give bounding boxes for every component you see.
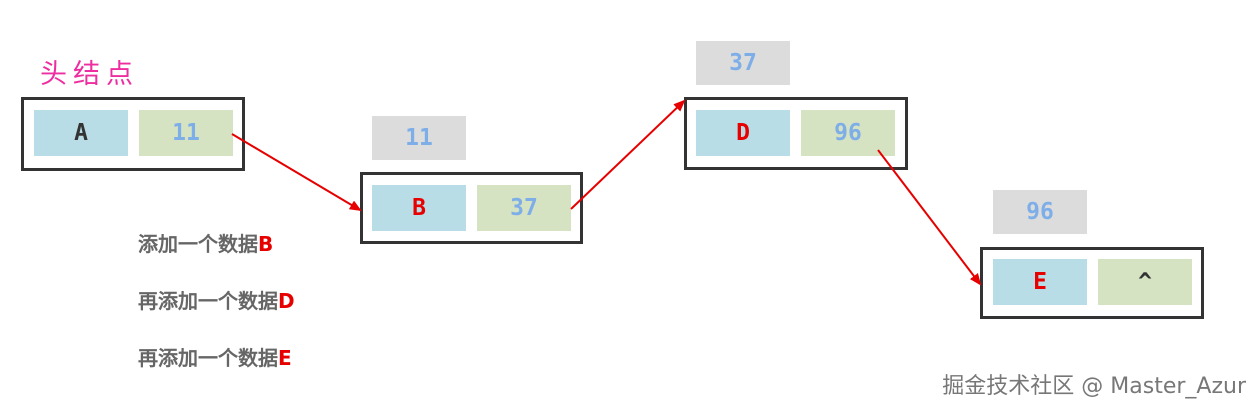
step-text: 添加一个数据 [138,232,258,256]
arrow-b-to-d [570,99,686,210]
arrow-d-to-e [877,149,982,286]
watermark: 掘金技术社区 @ Master_Azur [942,374,1246,399]
node-a [21,97,245,171]
node-d-data: D [696,110,790,156]
node-e-next: ^ [1098,259,1192,305]
node-e-data: E [993,259,1087,305]
step-text: 再添加一个数据 [138,289,278,313]
step-add-b: 添加一个数据B [138,228,273,257]
node-d-address: 37 [696,41,790,85]
node-b-address: 11 [372,116,466,160]
node-e-address: 96 [993,190,1087,234]
step-text: 再添加一个数据 [138,346,278,370]
node-b-data: B [372,185,466,231]
step-highlight: B [258,232,274,256]
node-a-data: A [34,110,128,156]
head-node-label: 头结点 [40,59,139,90]
step-add-d: 再添加一个数据D [138,285,295,314]
step-highlight: E [278,346,292,370]
arrow-a-to-b [231,133,362,212]
node-d [684,97,908,170]
node-e [980,247,1204,319]
node-a-next: 11 [139,110,233,156]
step-add-e: 再添加一个数据E [138,342,292,371]
node-b-next: 37 [477,185,571,231]
step-highlight: D [278,289,295,313]
node-d-next: 96 [801,110,895,156]
